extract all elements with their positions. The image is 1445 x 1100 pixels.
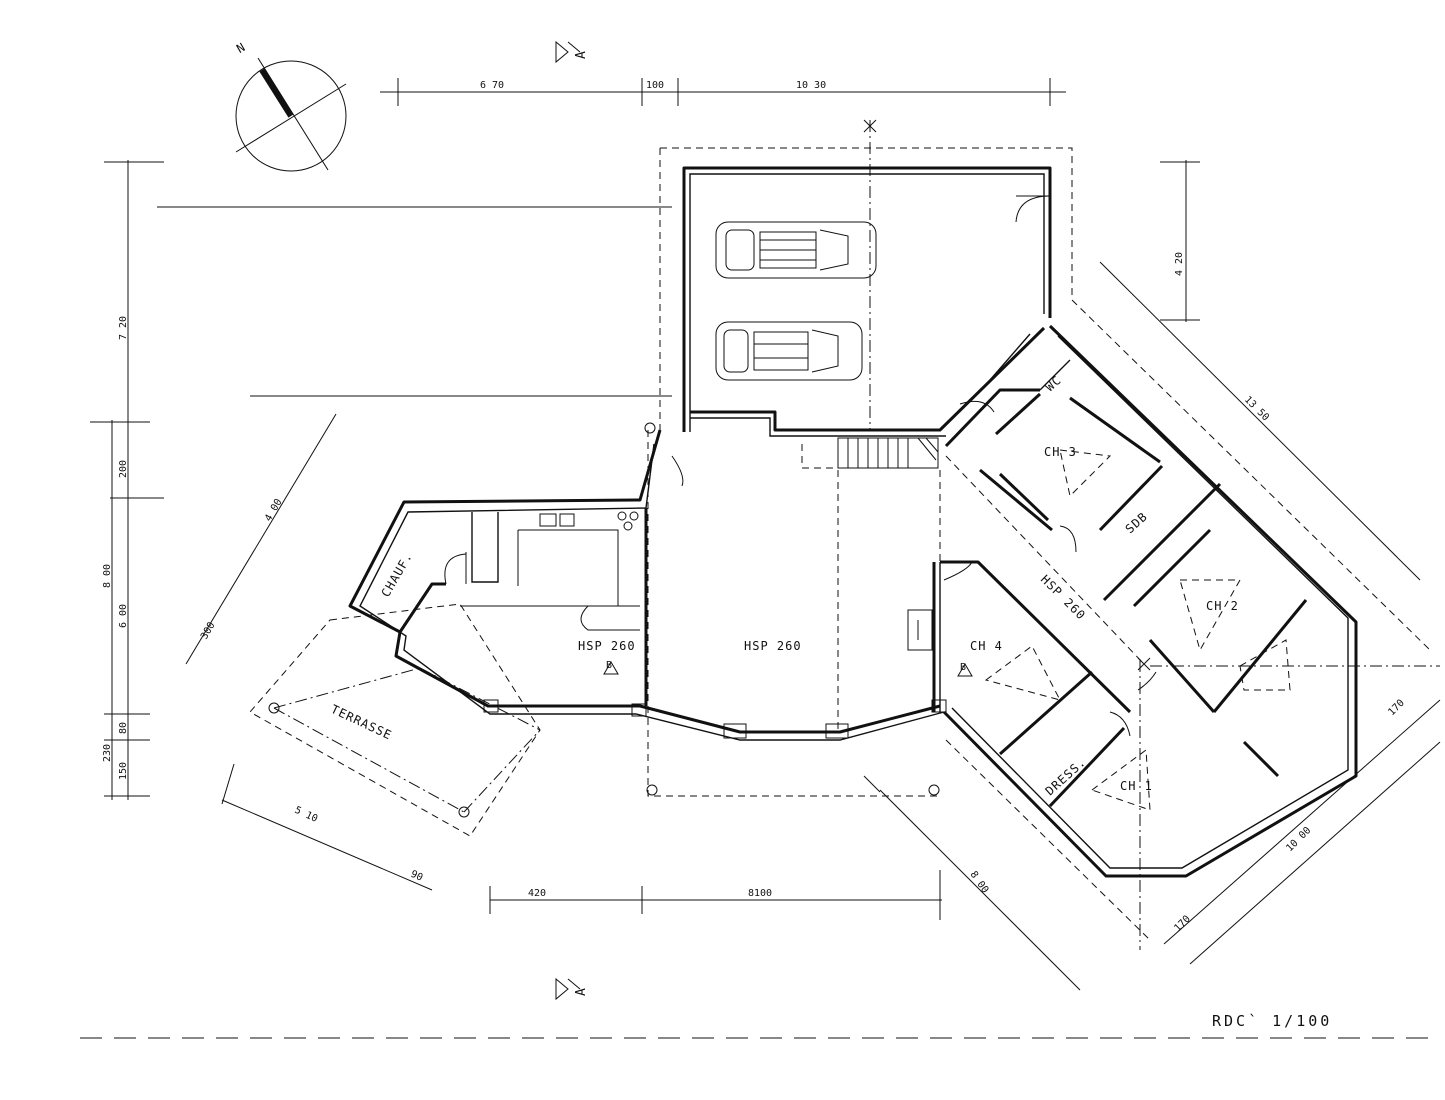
dim-left-3: 8 00: [102, 564, 113, 588]
room-label-terrasse: TERRASSE: [329, 702, 395, 742]
dim-bottom-1: 420: [528, 888, 546, 899]
section-mark-top: A: [555, 40, 589, 64]
dim-left-2: 200: [118, 460, 129, 478]
main-house: [249, 422, 947, 837]
room-label-wc: WC: [1043, 373, 1065, 394]
dim-right-lower-1: 170: [1172, 914, 1193, 935]
dim-left-5: 80: [118, 722, 129, 734]
left-dimension-line: 7 20 200 8 00 6 00 80 230 150: [90, 160, 164, 800]
dim-left-4: 6 00: [118, 604, 129, 628]
dim-right-diag: 13 50: [1242, 394, 1271, 423]
level-letter-1: B: [606, 660, 612, 671]
level-mark-bedroom: B: [957, 662, 973, 677]
room-label-ch4: CH 4: [970, 639, 1003, 653]
dim-right-lower-2: 10 00: [1284, 825, 1313, 854]
dim-top-1: 6 70: [480, 80, 504, 91]
dim-top-2: 100: [646, 80, 664, 91]
car-bottom-icon: [715, 321, 863, 381]
dim-left-7: 150: [118, 762, 129, 780]
dim-terrace-2: 300: [199, 620, 218, 641]
room-label-ch2: CH 2: [1206, 599, 1239, 613]
room-label-dress: DRESS.: [1043, 755, 1089, 798]
dim-terrace-1: 4 00: [263, 497, 285, 523]
right-dimension-lines: 4 20 13 50 170 10 00 170: [1099, 160, 1441, 965]
dim-bottom-2: 8100: [748, 888, 772, 899]
compass-north-letter: N: [234, 40, 248, 56]
level-mark-kitchen: B: [603, 660, 619, 675]
dim-terrace-3: 5 10: [293, 805, 319, 825]
bedroom-wing: [940, 299, 1440, 950]
staircase: [801, 437, 939, 469]
drawing-title: RDC` 1/100: [1212, 1012, 1332, 1030]
dim-right-lower-3: 170: [1386, 698, 1407, 719]
dim-left-1: 7 20: [118, 316, 129, 340]
dim-left-6: 230: [102, 744, 113, 762]
car-top-icon: [715, 221, 877, 279]
room-label-hsp-living: HSP 260: [744, 639, 802, 653]
dim-right-top: 4 20: [1174, 252, 1185, 276]
dim-top-3: 10 30: [796, 80, 826, 91]
terrace-dimension-lines: 4 00 300 5 10 90: [185, 413, 433, 891]
dim-terrace-4: 90: [409, 869, 425, 884]
room-label-hsp-kitchen: HSP 260: [578, 639, 636, 653]
section-letter-bottom: A: [574, 988, 589, 996]
bottom-dimension-lines: 420 8100 8 00: [489, 775, 1081, 991]
room-label-ch1: CH 1: [1120, 779, 1153, 793]
dim-bottom-diag: 8 00: [968, 869, 991, 895]
room-label-chauf: CHAUF.: [378, 550, 415, 600]
level-letter-2: B: [960, 662, 966, 673]
garage: [659, 119, 1073, 437]
north-compass: N: [234, 40, 347, 172]
section-letter-top: A: [574, 51, 589, 59]
room-label-sdb: SDB: [1123, 509, 1151, 536]
room-label-ch3: CH 3: [1044, 445, 1077, 459]
top-dimension-line: 6 70 100 10 30: [380, 78, 1066, 106]
section-mark-bottom: A: [555, 977, 589, 1001]
